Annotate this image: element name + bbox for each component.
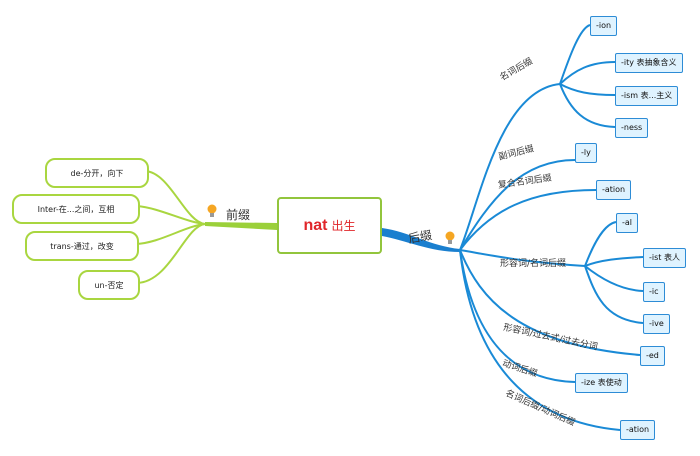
suffix-node[interactable]: -ism 表...主义 bbox=[615, 86, 679, 106]
suffix-node[interactable]: -ic bbox=[643, 282, 665, 302]
group-label: 形容词/名词后缀 bbox=[500, 259, 567, 269]
suffix-node[interactable]: -ion bbox=[590, 16, 618, 36]
right-branches bbox=[459, 24, 644, 431]
suffix-node[interactable]: -ed bbox=[640, 346, 665, 366]
root-meaning: 出生 bbox=[331, 219, 356, 233]
suffix-node[interactable]: -ity 表抽象含义 bbox=[615, 53, 683, 73]
lightbulb-icon bbox=[207, 204, 217, 217]
root-node[interactable]: nat 出生 bbox=[277, 197, 382, 254]
prefix-node[interactable]: Inter-在...之间，互相 bbox=[12, 194, 140, 224]
left-main-branch bbox=[205, 222, 277, 230]
lightbulb-icon bbox=[445, 231, 455, 244]
prefix-node[interactable]: de-分开，向下 bbox=[45, 158, 149, 188]
prefix-node[interactable]: un-否定 bbox=[78, 270, 140, 300]
suffix-node[interactable]: -ive bbox=[643, 314, 670, 334]
suffix-node[interactable]: -al bbox=[616, 213, 639, 233]
left-branches bbox=[135, 170, 206, 284]
prefix-label: 前缀 bbox=[226, 208, 251, 222]
suffix-node[interactable]: -ize 表使动 bbox=[575, 373, 628, 393]
suffix-node[interactable]: -ation bbox=[596, 180, 632, 200]
prefix-node[interactable]: trans-通过，改变 bbox=[25, 231, 139, 261]
suffix-node[interactable]: -ly bbox=[575, 143, 597, 163]
right-main-branch bbox=[382, 228, 460, 252]
suffix-node[interactable]: -ation bbox=[620, 420, 656, 440]
suffix-node[interactable]: -ness bbox=[615, 118, 649, 138]
root-word: nat bbox=[303, 216, 328, 234]
suffix-node[interactable]: -ist 表人 bbox=[643, 248, 686, 268]
